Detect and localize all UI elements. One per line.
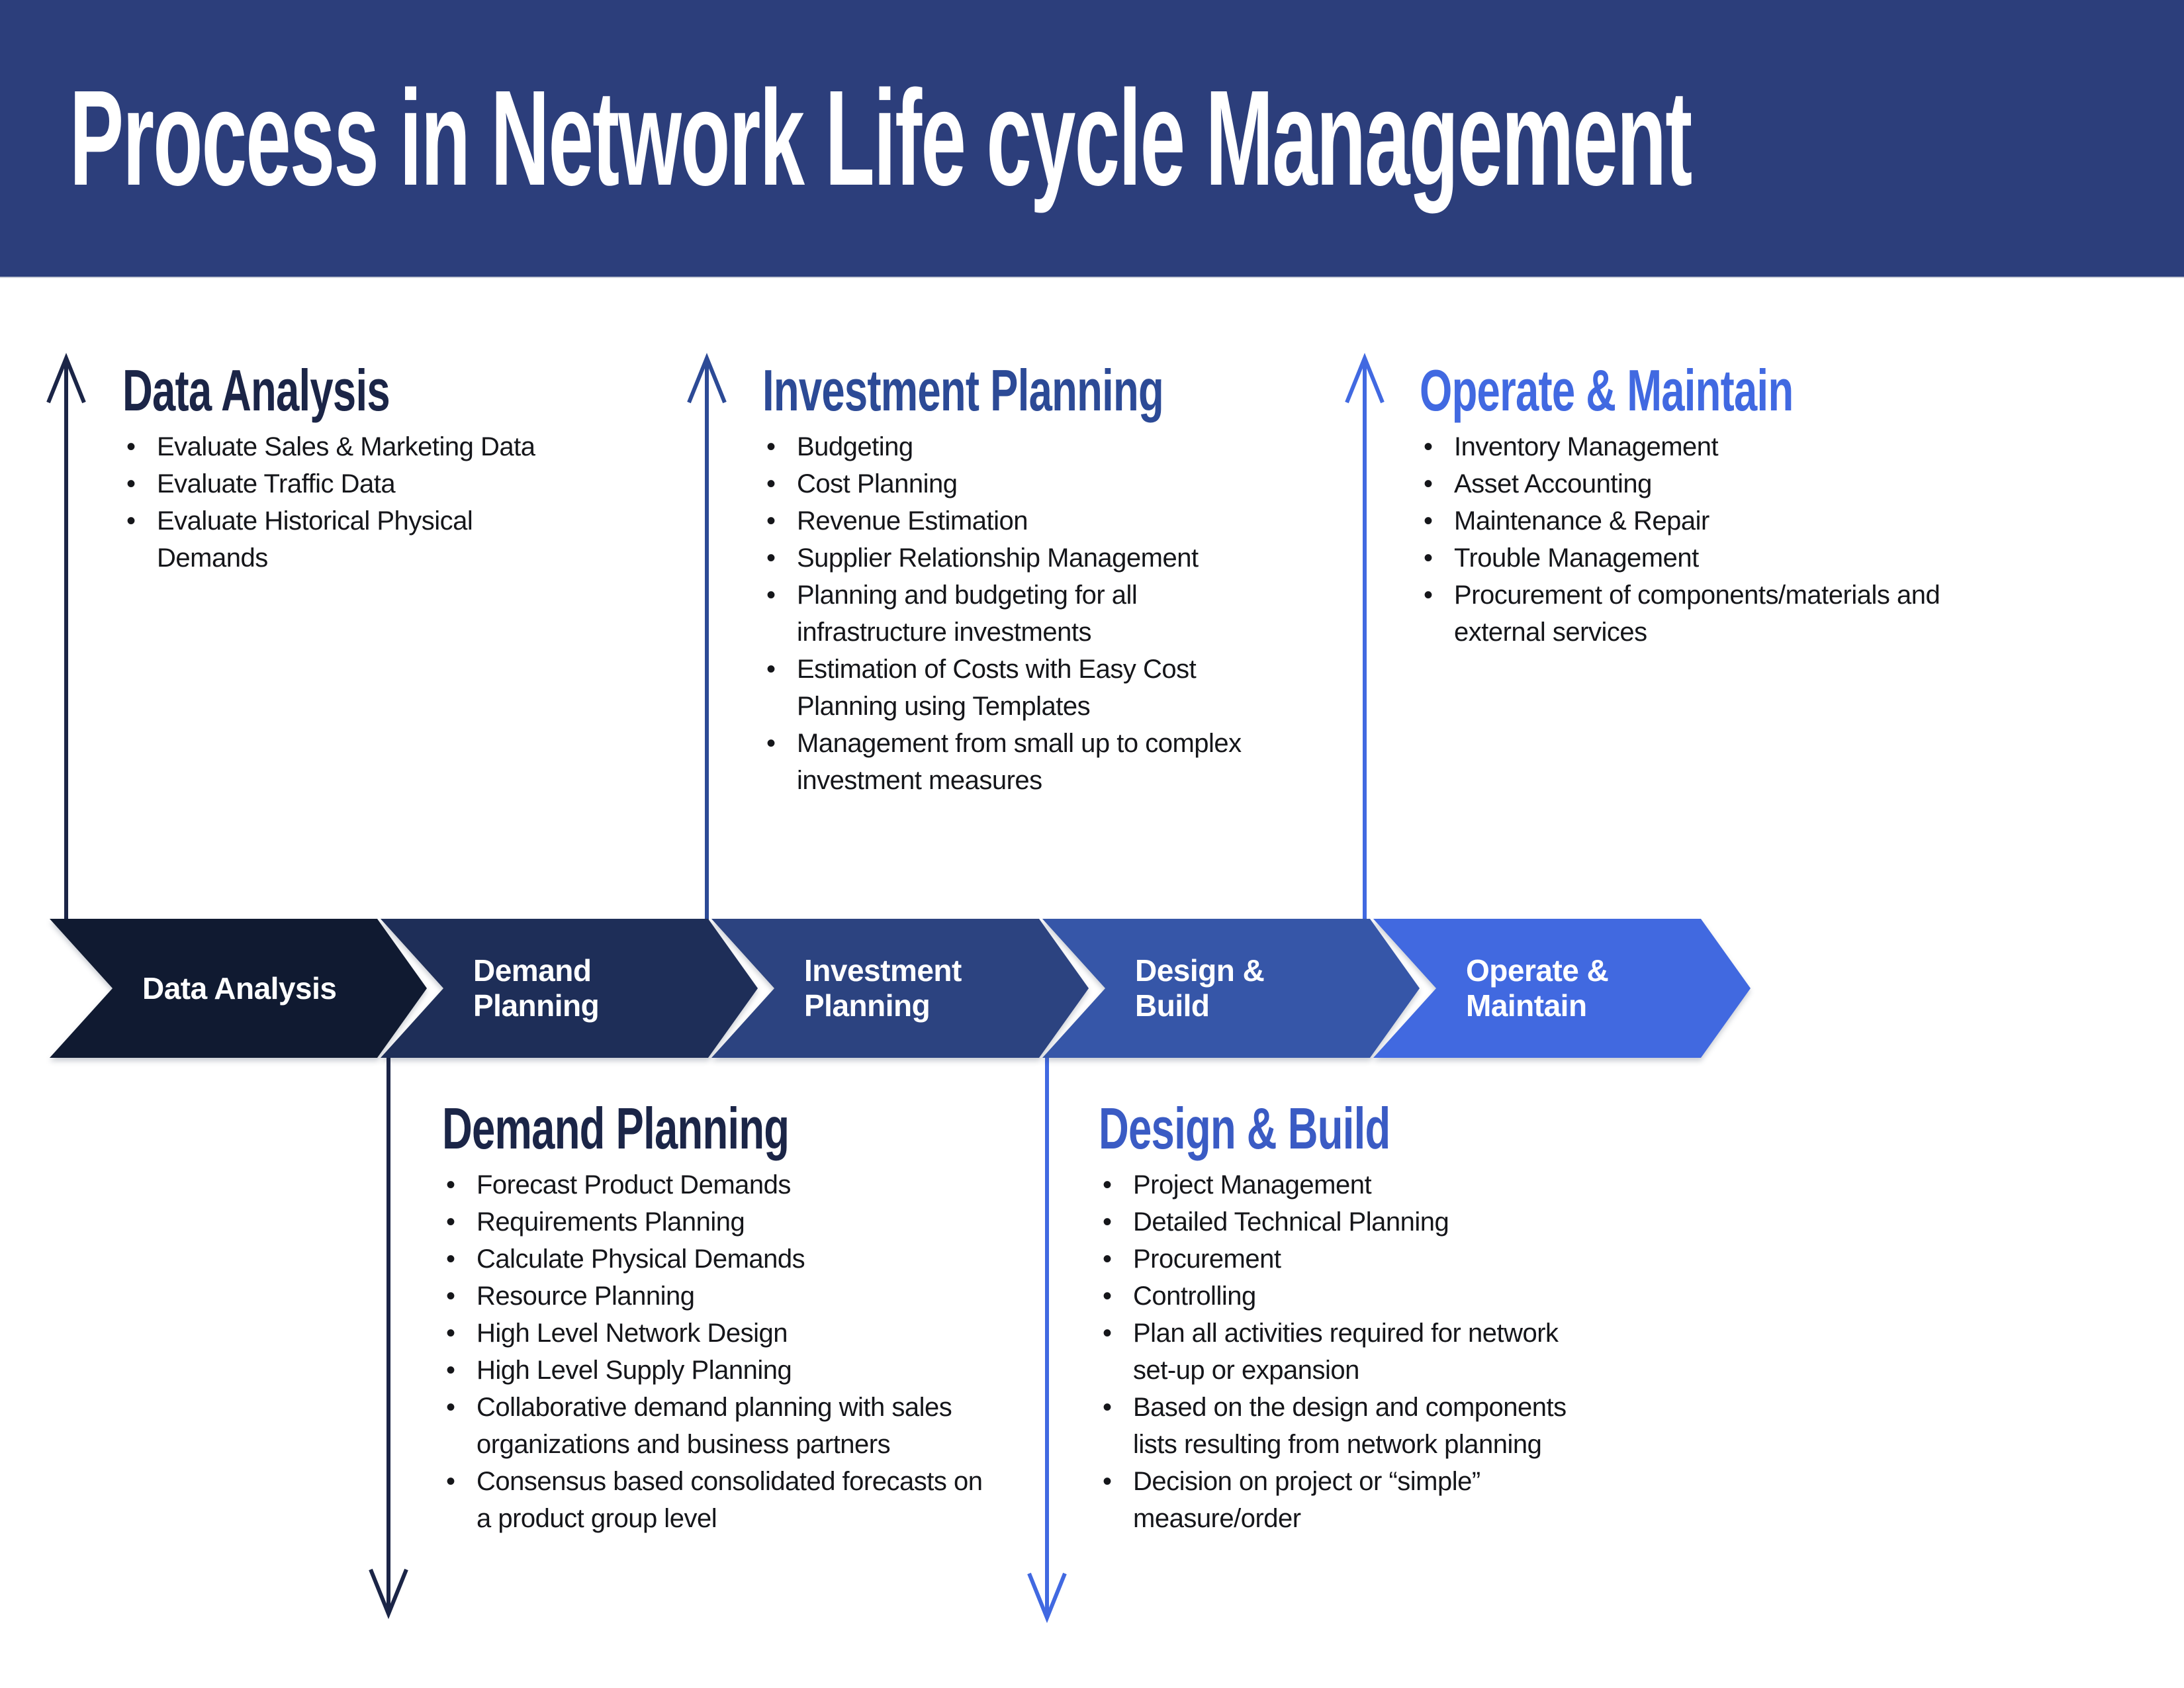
- bullet-item: Evaluate Historical Physical Demands: [122, 502, 586, 577]
- bullet-item: Maintenance & Repair: [1420, 502, 2015, 539]
- bullet-list: BudgetingCost PlanningRevenue Estimation…: [762, 428, 1292, 799]
- bullet-item: Revenue Estimation: [762, 502, 1292, 539]
- investment-planning-up-arrow: [687, 352, 727, 920]
- bullet-item: Inventory Management: [1420, 428, 2015, 465]
- page-title: Process in Network Life cycle Management: [69, 62, 1692, 214]
- chevron-label-demand-planning: Demand Planning: [473, 919, 711, 1058]
- data-analysis-up-arrow: [46, 352, 86, 920]
- header-banner: Process in Network Life cycle Management: [0, 0, 2184, 278]
- bullet-item: Asset Accounting: [1420, 465, 2015, 502]
- chevron-label-text: Demand Planning: [473, 953, 600, 1023]
- section-title: Demand Planning: [442, 1096, 790, 1161]
- section-data-analysis: Data Analysis Evaluate Sales & Marketing…: [122, 359, 586, 577]
- bullet-item: High Level Network Design: [442, 1315, 985, 1352]
- bullet-item: Management from small up to complex inve…: [762, 725, 1292, 799]
- chevron-label-text: Operate & Maintain: [1466, 953, 1609, 1023]
- chevron-label-investment-planning: Investment Planning: [804, 919, 1042, 1058]
- bullet-item: Calculate Physical Demands: [442, 1241, 985, 1278]
- section-demand-planning: Demand Planning Forecast Product Demands…: [442, 1098, 985, 1537]
- bullet-item: Resource Planning: [442, 1278, 985, 1315]
- chevron-design-build: [1042, 919, 1420, 1058]
- bullet-item: Evaluate Sales & Marketing Data: [122, 428, 586, 465]
- demand-planning-down-arrow: [369, 1055, 408, 1620]
- bullet-item: Plan all activities required for network…: [1099, 1315, 1615, 1389]
- bullet-item: Procurement of components/materials and …: [1420, 577, 2015, 651]
- process-flow-band: [50, 919, 1751, 1058]
- bullet-item: Evaluate Traffic Data: [122, 465, 586, 502]
- bullet-list: Forecast Product DemandsRequirements Pla…: [442, 1166, 985, 1537]
- bullet-list: Evaluate Sales & Marketing DataEvaluate …: [122, 428, 586, 577]
- chevron-data-analysis: [50, 919, 427, 1058]
- chevron-label-design-build: Design & Build: [1135, 919, 1373, 1058]
- section-title: Operate & Maintain: [1420, 357, 1794, 423]
- section-title: Design & Build: [1099, 1096, 1390, 1161]
- bullet-item: Planning and budgeting for all infrastru…: [762, 577, 1292, 651]
- section-investment-planning: Investment Planning BudgetingCost Planni…: [762, 359, 1292, 799]
- chevron-label-text: Investment Planning: [804, 953, 962, 1023]
- bullet-item: Forecast Product Demands: [442, 1166, 985, 1203]
- bullet-item: Consensus based consolidated forecasts o…: [442, 1463, 985, 1537]
- chevron-label-text: Data Analysis: [142, 970, 337, 1006]
- chevron-label-text: Design & Build: [1135, 953, 1265, 1023]
- chevron-operate-maintain: [1373, 919, 1751, 1058]
- chevron-demand-planning: [381, 919, 758, 1058]
- bullet-item: Project Management: [1099, 1166, 1615, 1203]
- section-operate-maintain: Operate & Maintain Inventory ManagementA…: [1420, 359, 2015, 651]
- bullet-item: Detailed Technical Planning: [1099, 1203, 1615, 1241]
- bullet-item: Supplier Relationship Management: [762, 539, 1292, 577]
- bullet-list: Project ManagementDetailed Technical Pla…: [1099, 1166, 1615, 1537]
- section-design-build: Design & Build Project ManagementDetaile…: [1099, 1098, 1615, 1537]
- chevron-investment-planning: [711, 919, 1089, 1058]
- bullet-item: Estimation of Costs with Easy Cost Plann…: [762, 651, 1292, 725]
- chevron-label-data-analysis: Data Analysis: [142, 919, 381, 1058]
- bullet-item: Procurement: [1099, 1241, 1615, 1278]
- bullet-item: Trouble Management: [1420, 539, 2015, 577]
- section-title: Investment Planning: [762, 357, 1164, 423]
- bullet-item: Decision on project or “simple” measure/…: [1099, 1463, 1615, 1537]
- bullet-item: Budgeting: [762, 428, 1292, 465]
- section-title: Data Analysis: [122, 357, 390, 423]
- design-build-down-arrow: [1027, 1055, 1067, 1624]
- bullet-list: Inventory ManagementAsset AccountingMain…: [1420, 428, 2015, 651]
- operate-maintain-up-arrow: [1345, 352, 1385, 920]
- chevron-label-operate-maintain: Operate & Maintain: [1466, 919, 1704, 1058]
- bullet-item: Controlling: [1099, 1278, 1615, 1315]
- bullet-item: Collaborative demand planning with sales…: [442, 1389, 985, 1463]
- bullet-item: Cost Planning: [762, 465, 1292, 502]
- bullet-item: High Level Supply Planning: [442, 1352, 985, 1389]
- bullet-item: Based on the design and components lists…: [1099, 1389, 1615, 1463]
- bullet-item: Requirements Planning: [442, 1203, 985, 1241]
